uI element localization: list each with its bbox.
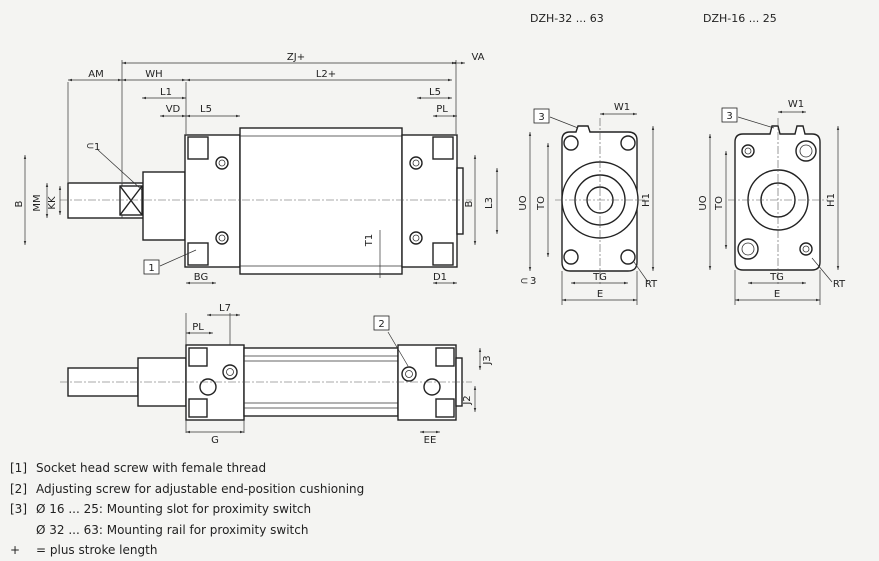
wrench-size-3: 3	[530, 276, 536, 287]
dim-l5-right: L5	[429, 87, 441, 98]
callout-3-small: 3	[721, 107, 738, 123]
dim-e-small: E	[774, 289, 780, 300]
legend-item: [3] Ø 16 ... 25: Mounting slot for proxi…	[10, 499, 364, 520]
legend-text: Socket head screw with female thread	[36, 461, 267, 475]
dim-uo-large: UO	[518, 195, 529, 210]
legend-marker: [2]	[10, 481, 27, 496]
legend-text: = plus stroke length	[36, 543, 158, 557]
dim-vd: VD	[166, 104, 181, 115]
dim-j3: J3	[482, 355, 493, 365]
callout-3-large-label: 3	[538, 112, 544, 123]
wrench-size-symbol-1: ⊂ 1	[86, 141, 100, 153]
dim-d1: D1	[433, 272, 447, 283]
legend-marker: [3]	[10, 502, 27, 516]
legend: [1] Socket head screw with female thread…	[10, 458, 364, 561]
callout-3-small-label: 3	[726, 111, 732, 122]
svg-text:⊂: ⊂	[86, 141, 94, 152]
dim-l1-left: L1	[160, 87, 172, 98]
dim-l2: L2+	[316, 69, 336, 80]
dim-va: VA	[471, 52, 484, 63]
legend-marker: +	[10, 543, 21, 557]
legend-marker	[10, 520, 36, 541]
dim-wh: WH	[145, 69, 162, 80]
wrench-size-symbol-3: ⊂ 3	[520, 276, 536, 287]
dim-rt-small: RT	[833, 279, 846, 290]
legend-item: [1] Socket head screw with female thread	[10, 458, 364, 479]
dim-to-small: TO	[714, 196, 725, 211]
dim-l5-left: L5	[200, 104, 212, 115]
dim-l3: L3	[484, 197, 495, 209]
dim-bg: BG	[194, 272, 208, 283]
dim-h1-small: H1	[826, 193, 837, 207]
variant-small-title: DZH-16 ... 25	[703, 12, 777, 25]
dim-e-large: E	[597, 289, 603, 300]
dim-b-right: B	[464, 200, 475, 207]
dim-w1-large: W1	[614, 102, 630, 113]
dim-ee: EE	[424, 435, 437, 446]
variant-large-title: DZH-32 ... 63	[530, 12, 604, 25]
wrench-size-1: 1	[94, 142, 100, 153]
dim-to-large: TO	[536, 196, 547, 211]
dim-h1-large: H1	[641, 193, 652, 207]
legend-item: [2] Adjusting screw for adjustable end-p…	[10, 479, 364, 500]
end-view-large: DZH-32 ... 63 W1 UO TO H1 TG E RT ⊂ 3	[518, 12, 658, 305]
legend-item: + = plus stroke length	[10, 540, 364, 561]
dim-l7: L7	[219, 303, 231, 314]
dim-tg-large: TG	[592, 272, 607, 283]
legend-text: Ø 16 ... 25: Mounting slot for proximity…	[36, 502, 312, 516]
dim-g: G	[211, 435, 219, 446]
legend-item: Ø 32 ... 63: Mounting rail for proximity…	[10, 520, 364, 541]
dim-w1-small: W1	[788, 99, 804, 110]
dim-j2: J2	[462, 395, 473, 405]
dim-am: AM	[88, 69, 103, 80]
dim-tg-small: TG	[769, 272, 784, 283]
dim-pl-top: PL	[436, 104, 448, 115]
dim-mm: MM	[32, 194, 43, 211]
end-view-small: DZH-16 ... 25 W1 UO TO H1 TG E RT 3	[698, 12, 846, 305]
callout-3-large: 3	[533, 108, 550, 124]
callout-2: 2	[373, 315, 390, 331]
callout-1-label: 1	[148, 263, 154, 274]
dim-uo-small: UO	[698, 195, 709, 210]
callout-1: 1	[143, 259, 160, 275]
rod-gland	[142, 171, 186, 241]
dim-t1: T1	[364, 234, 375, 247]
callout-2-label: 2	[378, 319, 384, 330]
dim-kk: KK	[47, 196, 58, 210]
legend-text: Adjusting screw for adjustable end-posit…	[36, 481, 365, 496]
dim-rt-large: RT	[645, 279, 658, 290]
legend-marker: [1]	[10, 461, 27, 475]
dim-pl-bottom: PL	[192, 322, 204, 333]
legend-text: Ø 32 ... 63: Mounting rail for proximity…	[36, 522, 309, 537]
side-view: AM WH ZJ+ VA L1 L2+ VD L5 L5 PL B MM KK …	[14, 52, 499, 285]
top-view: L7 PL G EE J3 J2 2	[60, 303, 493, 446]
dim-b-left: B	[14, 200, 25, 207]
cylinder-barrel	[239, 127, 403, 275]
svg-text:⊂: ⊂	[520, 276, 528, 287]
dim-zj: ZJ+	[287, 52, 305, 63]
